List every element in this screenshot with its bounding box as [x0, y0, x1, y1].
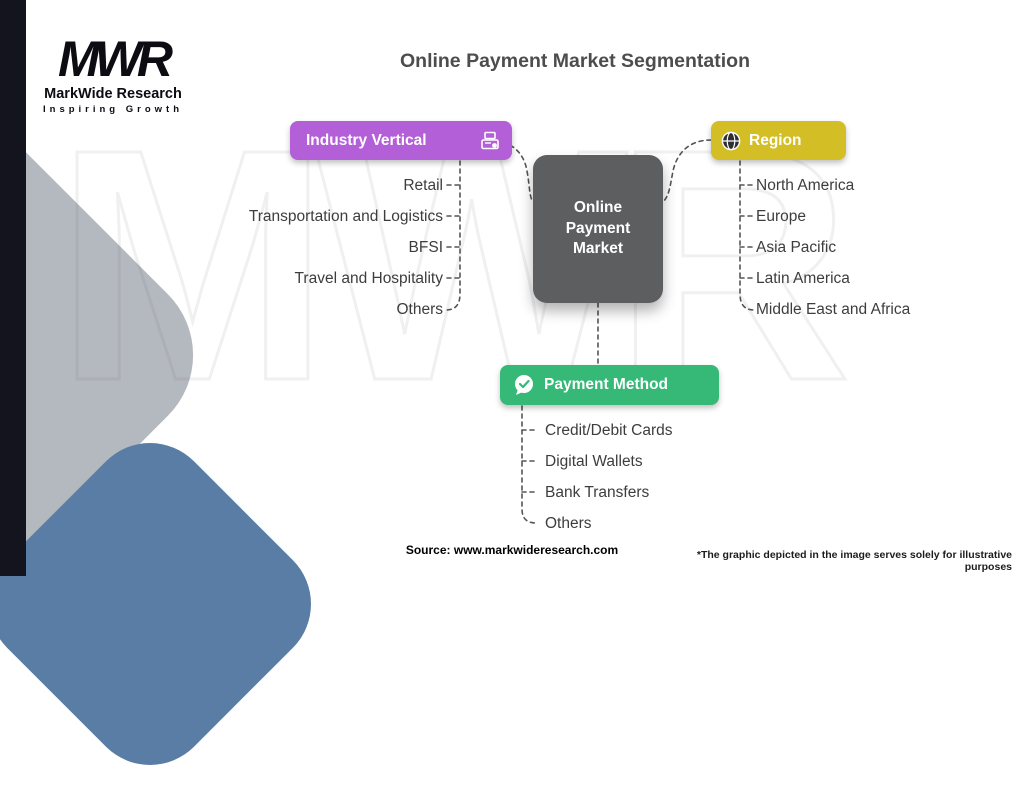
- center-node-online-payment-market: Online Payment Market: [533, 155, 663, 303]
- disclaimer-text: *The graphic depicted in the image serve…: [696, 549, 1012, 573]
- badge-region: Region: [711, 121, 846, 160]
- industry-vertical-list: Retail Transportation and Logistics BFSI…: [150, 170, 443, 325]
- markwide-logo: MWR MarkWide Research Inspiring Growth: [33, 31, 193, 115]
- list-item-europe: Europe: [756, 208, 806, 225]
- pos-terminal-icon: [478, 129, 502, 153]
- logo-company-name: MarkWide Research: [44, 85, 182, 102]
- list-item-transportation-logistics: Transportation and Logistics: [248, 208, 443, 225]
- connector-region-to-center: [662, 139, 712, 203]
- list-item-travel-hospitality: Travel and Hospitality: [294, 270, 443, 287]
- globe-icon: [719, 129, 743, 153]
- left-edge-strip: [0, 0, 26, 576]
- region-spine: [739, 160, 755, 311]
- source-text: Source: www.markwideresearch.com: [405, 543, 619, 557]
- list-item-payment-others: Others: [545, 515, 592, 532]
- list-item-bank-transfers: Bank Transfers: [545, 484, 650, 501]
- badge-region-label: Region: [749, 131, 802, 149]
- list-item-middle-east-africa: Middle East and Africa: [756, 301, 911, 318]
- list-item-credit-debit-cards: Credit/Debit Cards: [545, 422, 673, 439]
- payment-spine: [521, 405, 537, 524]
- list-item-latin-america: Latin America: [756, 270, 850, 287]
- list-item-asia-pacific: Asia Pacific: [756, 239, 837, 256]
- badge-industry-vertical-label: Industry Vertical: [306, 131, 427, 149]
- logo-tagline: Inspiring Growth: [43, 103, 183, 115]
- list-item-bfsi: BFSI: [408, 239, 443, 256]
- center-node-label: Online Payment Market: [565, 198, 631, 258]
- industry-spine: [445, 160, 461, 311]
- payment-method-list: Credit/Debit Cards Digital Wallets Bank …: [545, 415, 765, 539]
- list-item-north-america: North America: [756, 177, 855, 194]
- badge-industry-vertical: Industry Vertical: [290, 121, 512, 160]
- list-item-retail: Retail: [403, 177, 443, 194]
- list-item-digital-wallets: Digital Wallets: [545, 453, 643, 470]
- page-title: Online Payment Market Segmentation: [399, 50, 750, 72]
- badge-payment-method: Payment Method: [500, 365, 719, 405]
- chat-check-icon: [512, 373, 536, 397]
- logo-mwr-mark: MWR: [58, 31, 173, 87]
- badge-payment-method-label: Payment Method: [544, 376, 669, 393]
- region-list: North America Europe Asia Pacific Latin …: [756, 170, 996, 325]
- list-item-industry-others: Others: [396, 301, 443, 318]
